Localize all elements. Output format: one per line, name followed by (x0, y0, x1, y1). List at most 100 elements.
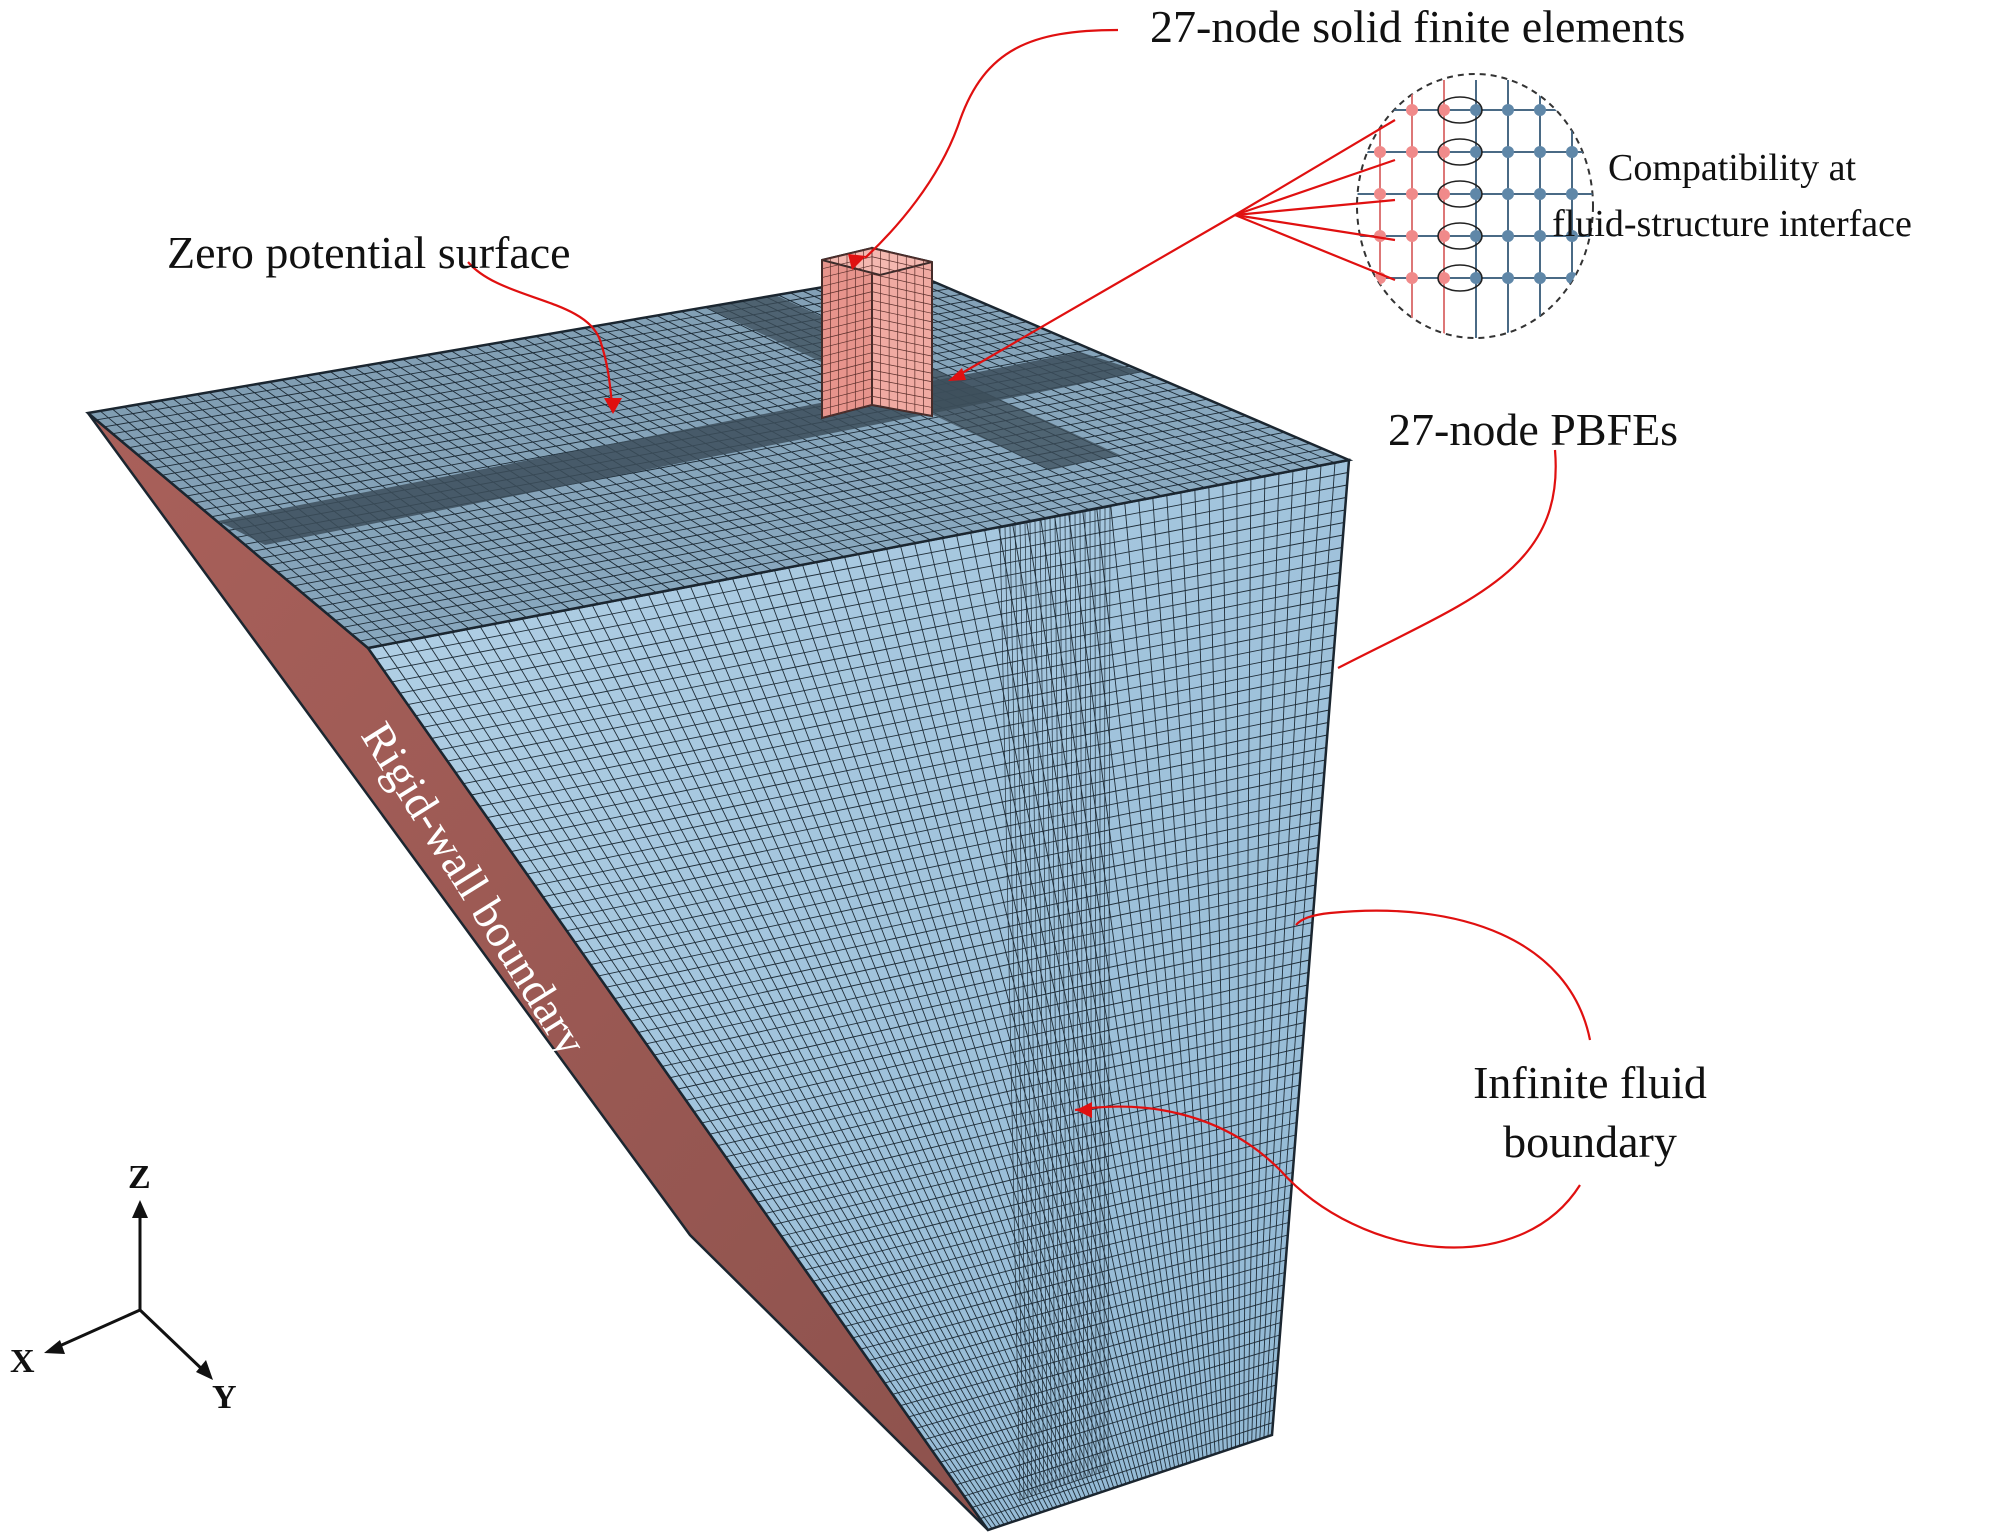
mesh-line (821, 387, 873, 401)
mesh-line (932, 1347, 1280, 1452)
mesh-line (813, 1159, 1294, 1282)
mesh-line (871, 343, 933, 357)
mesh-line (1107, 506, 1111, 1471)
mesh-line (1019, 524, 1037, 1495)
mesh-line (318, 426, 1272, 607)
mesh-line (351, 448, 1324, 635)
mesh-line (828, 1184, 1292, 1305)
fluid-node (1566, 146, 1578, 158)
structure-node (1438, 104, 1450, 116)
mesh-line (574, 784, 1324, 943)
mesh-line (871, 369, 933, 383)
fluid-node (1534, 188, 1546, 200)
mesh-line (701, 984, 1308, 1124)
mesh-line (1029, 522, 1045, 1492)
mesh-line (844, 1209, 1290, 1327)
mesh-line (1039, 520, 1053, 1490)
mesh-line (558, 759, 1326, 920)
axis-z-label: Z (128, 1159, 151, 1196)
mesh-line (566, 772, 1325, 932)
structure-node (1406, 272, 1418, 284)
mesh-line (1084, 511, 1089, 1477)
structure-node (1406, 104, 1418, 116)
mesh-line (463, 609, 1338, 785)
mesh-line (821, 404, 873, 419)
structure-node (1374, 104, 1386, 116)
mesh-line (924, 1334, 1281, 1440)
mesh-line (399, 509, 1346, 694)
mesh-line (979, 1422, 1274, 1520)
fluid-node (1502, 104, 1514, 116)
mesh-line (654, 909, 1314, 1056)
mesh-line (622, 859, 1318, 1011)
mesh-line (1074, 513, 1081, 1480)
axis-y-label: Y (212, 1379, 237, 1416)
mesh-line (407, 522, 1345, 705)
mesh-line (948, 1372, 1278, 1474)
mesh-line (415, 534, 1344, 717)
mesh-line (956, 1384, 1277, 1486)
fluid-node (1470, 272, 1482, 284)
mesh-line (1069, 514, 1077, 1481)
interface-node-pair (1437, 138, 1483, 166)
fluid-node (1566, 104, 1578, 116)
fluid-node (1502, 230, 1514, 242)
mesh-line (614, 847, 1319, 999)
mesh-line (871, 299, 933, 314)
structure-node (1406, 146, 1418, 158)
solid-structure-column (821, 246, 933, 420)
label-infinite-2: boundary (1503, 1116, 1677, 1167)
mesh-line (871, 317, 933, 331)
fluid-node (1470, 104, 1482, 116)
mesh-line (871, 387, 933, 400)
mesh-line (805, 1147, 1295, 1271)
fluid-node (1566, 188, 1578, 200)
mesh-line (455, 597, 1339, 773)
interface-node-pair (1437, 222, 1483, 250)
mesh-line (964, 1397, 1276, 1497)
mesh-line (1064, 515, 1073, 1483)
interface-node-pair (1437, 180, 1483, 208)
mesh-line (510, 684, 1332, 852)
mesh-line (487, 647, 1335, 819)
mesh-line (1014, 525, 1033, 1496)
mesh-line (1089, 510, 1093, 1476)
structure-node (1406, 188, 1418, 200)
mesh-line (709, 997, 1307, 1135)
structure-node (1374, 146, 1386, 158)
mesh-line (821, 334, 873, 349)
mesh-line (871, 326, 933, 340)
mesh-line (677, 947, 1311, 1090)
mesh-line (391, 497, 1347, 683)
fluid-node (1502, 146, 1514, 158)
mesh-line (876, 1259, 1286, 1373)
fluid-node (1534, 230, 1546, 242)
mesh-line (821, 282, 873, 296)
mesh-line (836, 1197, 1291, 1316)
label-compatibility-2: fluid-structure interface (1552, 203, 1912, 245)
mesh-line (1034, 521, 1049, 1491)
mesh-line (725, 1022, 1305, 1158)
mesh-line (1024, 523, 1041, 1494)
mesh-line (669, 934, 1312, 1079)
mesh-line (821, 395, 873, 410)
mesh-line (821, 308, 873, 322)
mesh-line (1103, 507, 1106, 1472)
fluid-node (1470, 230, 1482, 242)
annotation-leaders (467, 28, 1592, 1249)
axis-x-label: X (10, 1343, 35, 1380)
mesh-line (971, 1409, 1275, 1508)
mesh-line (773, 1097, 1299, 1226)
mesh-line (662, 922, 1313, 1067)
mesh-line (606, 834, 1320, 988)
mesh-line (821, 343, 873, 357)
mesh-line (1094, 509, 1097, 1475)
mesh-line (871, 404, 933, 417)
mesh-line (582, 797, 1323, 954)
label-zero-potential: Zero potential surface (167, 227, 571, 278)
mesh-line (820, 1172, 1293, 1293)
mesh-line (757, 1072, 1301, 1203)
mesh-line (375, 472, 1349, 660)
fluid-node (1502, 272, 1514, 284)
